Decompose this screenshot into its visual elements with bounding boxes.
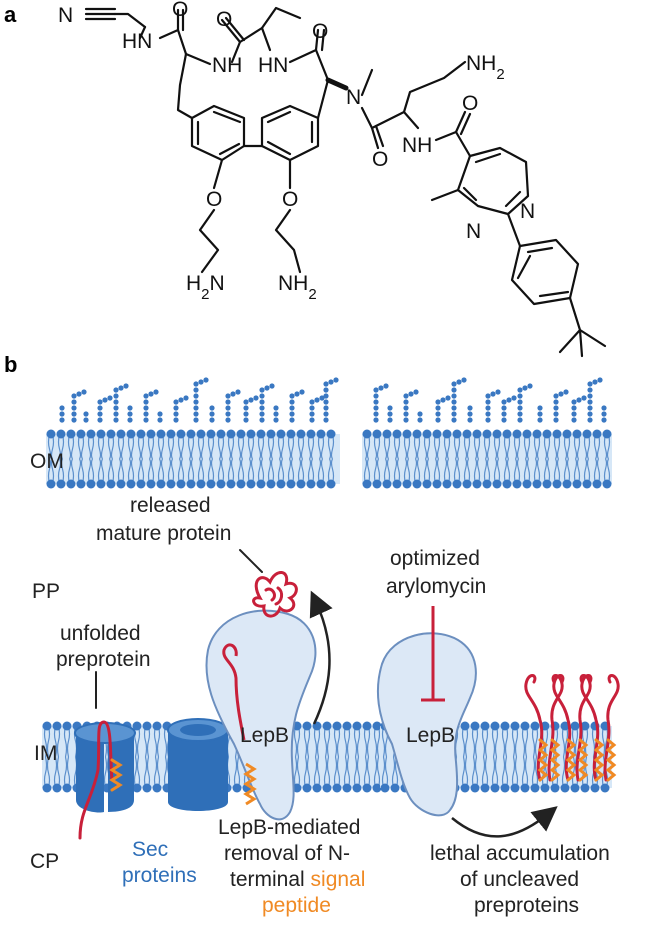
lepb-enzyme-active: LepB	[205, 609, 317, 821]
atom-o-top-1: O	[172, 0, 188, 21]
atom-amine-left: H2N	[186, 272, 225, 303]
label-mediated-3: terminal signal	[230, 868, 365, 891]
outer-membrane-left	[46, 429, 340, 489]
atom-pyr-n-1: N	[520, 200, 535, 223]
atom-o-ether-right: O	[282, 188, 298, 211]
label-optimized-2: arylomycin	[386, 575, 486, 598]
layer-label-om: OM	[30, 450, 64, 473]
layer-label-cp: CP	[30, 850, 59, 873]
atom-amide-nh-4: NH	[402, 134, 432, 157]
atom-nitrile-n: N	[58, 4, 73, 27]
label-lethal-2: of uncleaved	[460, 868, 579, 891]
atom-o-mid: O	[372, 148, 388, 171]
atom-amine-right: NH2	[278, 272, 317, 303]
layer-label-pp: PP	[32, 580, 60, 603]
lepb-label-active: LepB	[240, 724, 289, 747]
label-lethal-1: lethal accumulation	[430, 842, 610, 865]
label-mediated-4: peptide	[262, 894, 331, 917]
label-sec-1: Sec	[132, 838, 168, 861]
label-released-2: mature protein	[96, 522, 231, 545]
atom-amide-hn-1: HN	[122, 30, 152, 53]
atom-amine-top: NH2	[466, 52, 505, 83]
uncleaved-preproteins	[524, 674, 620, 782]
lps-glycans	[59, 377, 607, 423]
label-optimized-1: optimized	[390, 547, 480, 570]
label-sec-2: proteins	[122, 864, 197, 887]
layer-label-im: IM	[34, 742, 57, 765]
label-unfolded-2: preprotein	[56, 648, 151, 671]
atom-o-top-3: O	[312, 20, 328, 43]
label-released-1: released	[130, 494, 211, 517]
atom-o-top-2: O	[216, 8, 232, 31]
atom-o-ether-left: O	[206, 188, 222, 211]
release-arrow	[309, 590, 333, 725]
outer-membrane-right	[362, 429, 612, 489]
lepb-label-inhibited: LepB	[406, 724, 455, 747]
atom-amide-nh-2: NH	[212, 54, 242, 77]
label-unfolded-1: unfolded	[60, 622, 141, 645]
sec-translocon	[74, 718, 229, 813]
panel-label-a: a	[4, 2, 17, 27]
atom-o-right: O	[462, 92, 478, 115]
label-mediated-1: LepB-mediated	[218, 816, 360, 839]
accumulation-arrow	[451, 806, 558, 838]
atom-amide-hn-3: HN	[258, 54, 288, 77]
molecule-structure	[84, 6, 607, 358]
unfolded-preprotein	[78, 671, 123, 840]
mature-protein	[239, 549, 298, 618]
lepb-enzyme-inhibited: LepB	[376, 606, 477, 817]
molecule-atom-labels: N HN O NH O HN O N NH2 O NH O O O N N H2…	[58, 0, 535, 303]
atom-pyr-n-2: N	[466, 220, 481, 243]
panel-label-b: b	[4, 352, 17, 377]
label-lethal-3: preproteins	[474, 894, 579, 917]
label-mediated-2: removal of N-	[224, 842, 350, 865]
atom-n-methyl: N	[346, 86, 361, 109]
